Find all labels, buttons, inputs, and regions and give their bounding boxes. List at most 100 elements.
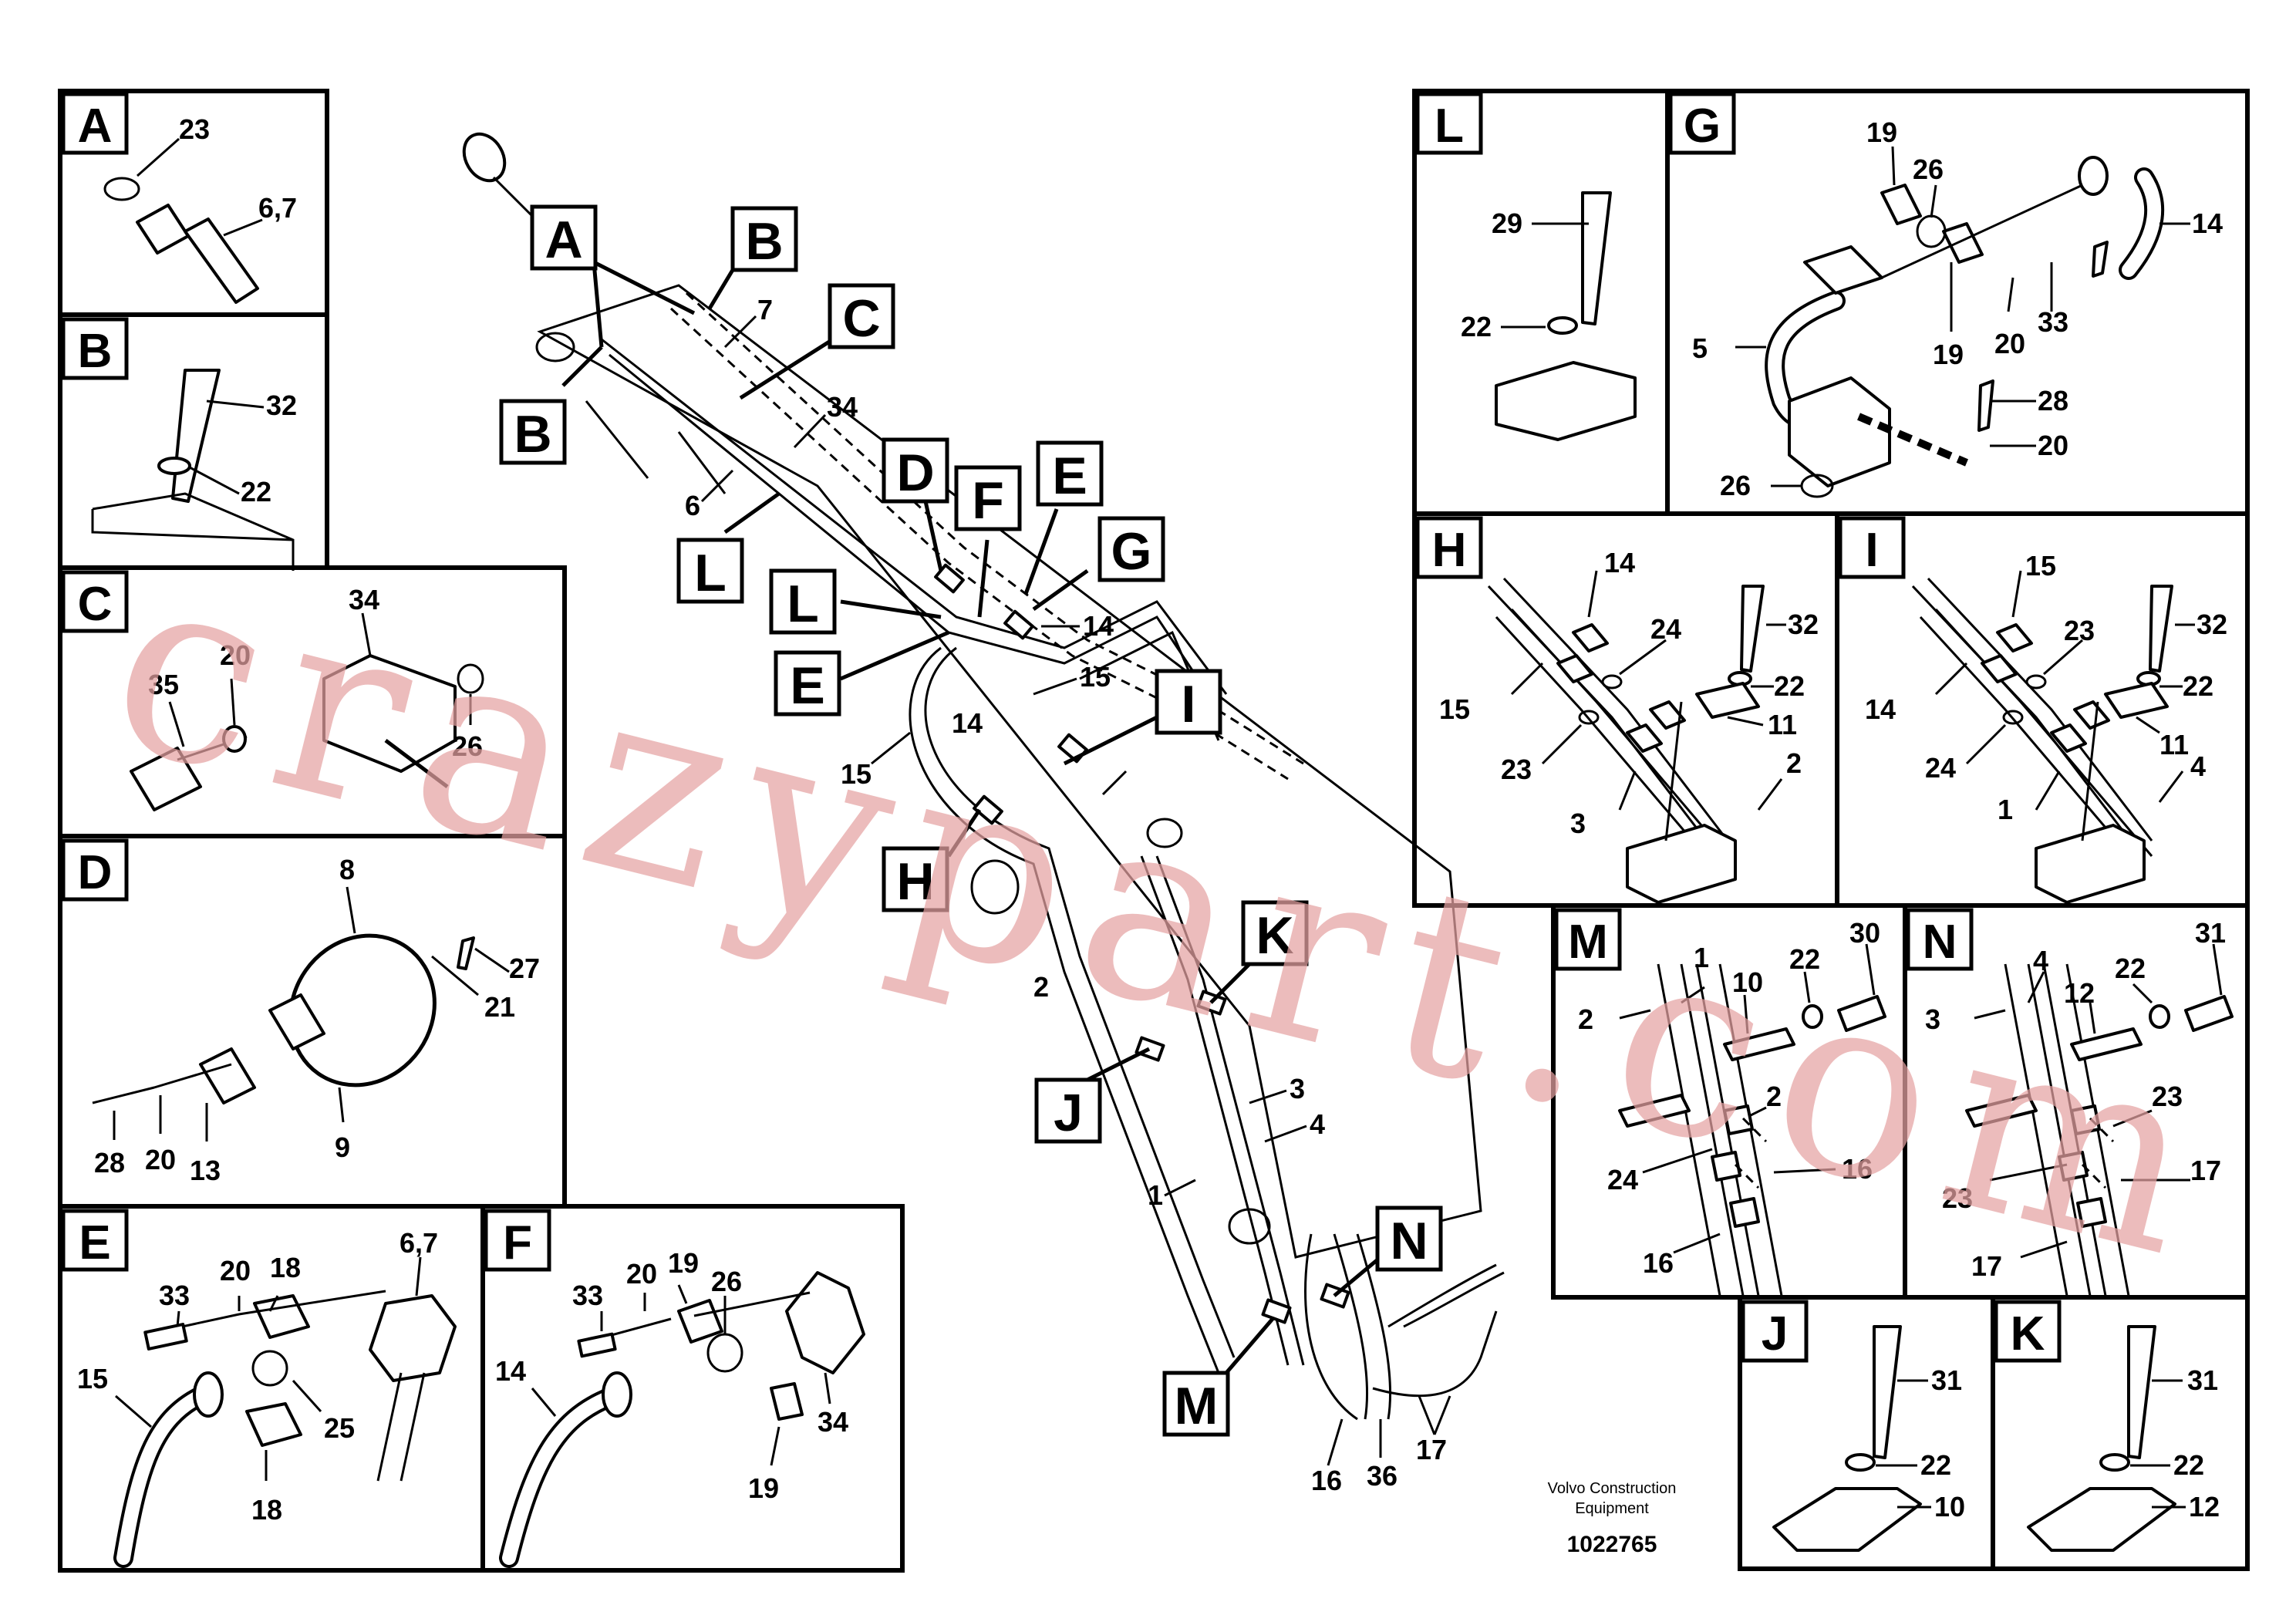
bolt-part — [1873, 1325, 1902, 1459]
svg-text:G: G — [1111, 522, 1152, 581]
callout-15: 15 — [77, 1363, 108, 1394]
main-callout-1: 1 — [1148, 1179, 1163, 1211]
panel-m-label: M — [1568, 916, 1608, 969]
hose-part — [184, 218, 259, 304]
callout-22: 22 — [1789, 943, 1820, 975]
fitting-part — [136, 204, 190, 255]
callout-10: 10 — [1732, 966, 1763, 998]
callout-18b: 18 — [251, 1494, 282, 1526]
main-assembly: 7 34 6 14 15 14 15 2 3 4 1 16 36 17 A B — [462, 132, 1505, 1496]
main-callout-6: 6 — [685, 490, 700, 521]
footer: Volvo Construction Equipment 1022765 — [1548, 1480, 1677, 1557]
panel-b: B 32 22 — [58, 312, 329, 571]
panel-c: C 34 20 35 26 — [58, 565, 567, 838]
bolt-part — [2127, 1325, 2156, 1459]
svg-text:L: L — [694, 544, 727, 602]
panel-i: I 15 23 32 22 14 11 24 4 1 — [1835, 511, 2250, 908]
callout-15: 15 — [1439, 693, 1470, 725]
callout-33: 33 — [159, 1280, 190, 1311]
callout-27: 27 — [509, 953, 540, 984]
svg-text:K: K — [1256, 906, 1293, 965]
callout-3: 3 — [1925, 1003, 1940, 1035]
panel-f-label: F — [503, 1216, 532, 1270]
svg-text:J: J — [1054, 1084, 1083, 1142]
callout-34: 34 — [349, 584, 379, 615]
callout-22: 22 — [1461, 311, 1492, 342]
panel-k-label: K — [2011, 1307, 2045, 1361]
flange-part — [785, 1271, 865, 1374]
callout-20: 20 — [145, 1144, 176, 1175]
panel-j: J 31 22 10 — [1738, 1295, 1995, 1571]
panel-d: D 8 27 21 28 20 13 9 — [58, 834, 567, 1209]
callout-2: 2 — [1786, 747, 1802, 779]
main-tag-j — [1034, 1077, 1102, 1144]
svg-text:C: C — [842, 289, 880, 348]
main-callout-14-top: 14 — [1083, 610, 1114, 642]
panel-e-label: E — [79, 1216, 110, 1270]
svg-text:A: A — [544, 211, 582, 269]
callout-26b: 26 — [1720, 470, 1751, 501]
callout-20: 20 — [626, 1258, 657, 1290]
main-tag-e-top — [1036, 440, 1104, 507]
panel-i-label: I — [1865, 524, 1878, 577]
callout-12: 12 — [2189, 1491, 2220, 1523]
callout-17: 17 — [2190, 1155, 2221, 1186]
callout-29: 29 — [1492, 207, 1522, 239]
callout-31: 31 — [2187, 1364, 2218, 1396]
callout-24: 24 — [1607, 1164, 1638, 1195]
main-callout-3: 3 — [1290, 1073, 1305, 1104]
callout-4: 4 — [2033, 945, 2048, 976]
callout-20: 20 — [220, 1255, 251, 1286]
main-tag-m — [1162, 1371, 1230, 1437]
callout-23b: 23 — [1942, 1182, 1973, 1214]
callout-19b: 19 — [1933, 339, 1964, 370]
callout-34: 34 — [818, 1406, 848, 1438]
callout-14: 14 — [1865, 693, 1896, 725]
callout-14: 14 — [1604, 547, 1635, 578]
bolt-part — [171, 369, 221, 503]
callout-8: 8 — [339, 854, 355, 885]
company-line-2: Equipment — [1575, 1500, 1649, 1517]
callout-6-7: 6,7 — [258, 192, 297, 224]
callout-21: 21 — [484, 991, 515, 1023]
clamp-ring-part — [288, 933, 437, 1088]
panel-n-label: N — [1923, 916, 1957, 969]
callout-5: 5 — [1692, 332, 1708, 364]
panel-g-label: G — [1684, 99, 1721, 153]
svg-text:M: M — [1175, 1377, 1219, 1435]
panel-m: M 1 30 22 10 2 2 24 16 16 — [1551, 903, 1907, 1300]
main-callout-2: 2 — [1033, 971, 1049, 1003]
callout-26: 26 — [452, 730, 483, 762]
panel-a-label: A — [78, 99, 113, 153]
callout-13: 13 — [190, 1155, 221, 1186]
main-callout-15-top: 15 — [1080, 661, 1111, 693]
panel-g: G 19 26 14 5 19 20 33 28 20 26 — [1665, 89, 2250, 516]
callout-17b: 17 — [1971, 1250, 2002, 1282]
company-line-1: Volvo Construction — [1548, 1480, 1677, 1497]
callout-1: 1 — [1694, 942, 1709, 973]
callout-10: 10 — [1934, 1491, 1965, 1523]
callout-35: 35 — [148, 669, 179, 700]
o-ring-part — [103, 177, 140, 201]
main-tag-h — [882, 846, 949, 912]
callout-33: 33 — [572, 1280, 603, 1311]
panel-f: F 33 20 19 26 14 34 19 — [480, 1204, 905, 1573]
callout-28: 28 — [94, 1147, 125, 1179]
svg-text:I: I — [1182, 675, 1196, 733]
callout-19: 19 — [1866, 116, 1897, 148]
callout-2b: 2 — [1766, 1081, 1782, 1112]
svg-text:E: E — [790, 656, 824, 715]
main-tag-e-mid — [774, 650, 841, 717]
panel-l: L 29 22 — [1412, 89, 1670, 516]
main-tag-b-top — [730, 206, 798, 272]
main-callout-7: 7 — [757, 294, 773, 325]
main-tag-d — [882, 437, 949, 504]
callout-23: 23 — [179, 113, 210, 145]
callout-16: 16 — [1842, 1153, 1873, 1185]
bolt-part — [1581, 191, 1612, 325]
callout-14: 14 — [495, 1355, 526, 1387]
callout-16b: 16 — [1643, 1247, 1674, 1279]
callout-23: 23 — [2152, 1081, 2183, 1112]
callout-15: 15 — [2025, 550, 2056, 582]
callout-30: 30 — [1849, 917, 1880, 949]
